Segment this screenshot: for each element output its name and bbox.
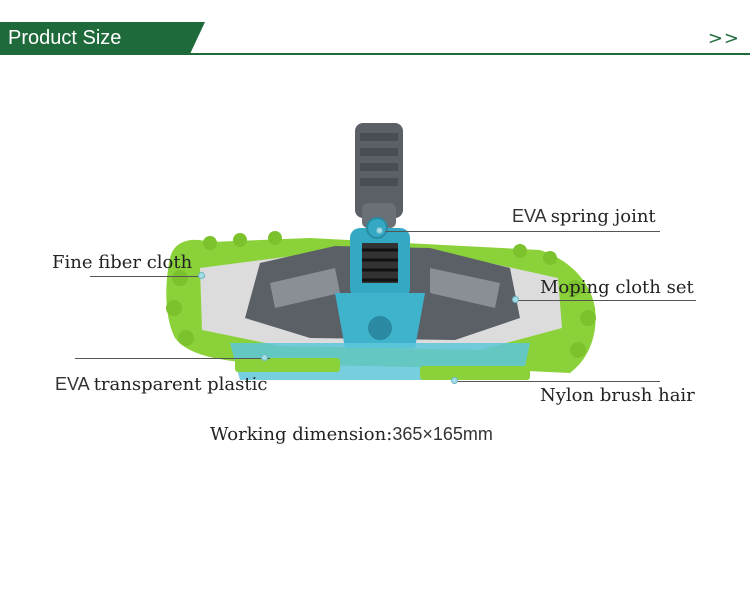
leader-cloth-set xyxy=(516,300,696,301)
callout-label: spring joint xyxy=(550,206,656,227)
section-title: Product Size xyxy=(8,27,122,49)
leader-brush-hair xyxy=(455,381,660,382)
callout-label: transparent plastic xyxy=(93,374,268,395)
callout-brush-hair: Nylon brush hair xyxy=(540,385,695,406)
callout-cloth-set: Moping cloth set xyxy=(540,277,694,298)
callout-fiber-cloth: Fine fiber cloth xyxy=(52,252,192,273)
callout-brand: EVA xyxy=(512,206,547,226)
dimension-label: Working dimension: xyxy=(210,424,393,445)
pointer-brush-hair xyxy=(451,377,458,384)
leader-transparent-plastic xyxy=(75,358,270,359)
pointer-transparent-plastic xyxy=(261,354,268,361)
leader-fiber-cloth xyxy=(90,276,205,277)
mop-head-illustration xyxy=(166,123,596,380)
callout-brand: EVA xyxy=(55,374,90,394)
pointer-spring-joint xyxy=(376,227,383,234)
nylon-brush xyxy=(235,358,530,380)
callout-label: Fine fiber cloth xyxy=(52,252,193,273)
dimension-value: 365×165mm xyxy=(392,424,493,444)
header-divider xyxy=(0,53,750,55)
header-tab xyxy=(0,22,205,54)
leader-spring-joint xyxy=(385,231,660,232)
callout-label: Nylon brush hair xyxy=(540,385,695,406)
callout-label: Moping cloth set xyxy=(540,277,694,298)
section-header: Product Size >> xyxy=(0,0,750,56)
pointer-fiber-cloth xyxy=(198,272,205,279)
mop-head-image xyxy=(150,118,610,398)
pointer-cloth-set xyxy=(512,296,519,303)
more-link[interactable]: >> xyxy=(707,28,740,49)
header-tab-shape xyxy=(0,22,205,54)
working-dimension: Working dimension:365×165mm xyxy=(210,424,493,445)
